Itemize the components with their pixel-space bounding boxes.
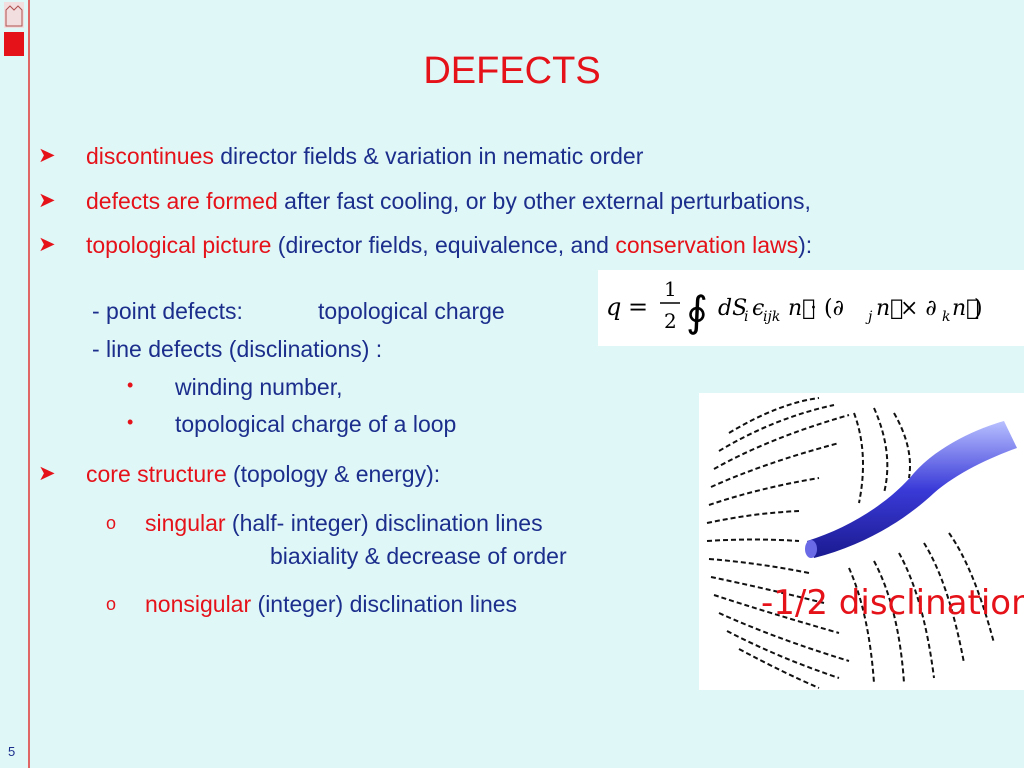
bullet-2: defects are formed after fast cooling, o… — [86, 188, 811, 215]
svg-text:k: k — [942, 309, 950, 325]
dot-bullet-icon: • — [127, 375, 134, 395]
loop-charge-item: topological charge of a loop — [175, 411, 457, 437]
figure-caption: -1/2 disclination — [761, 583, 1024, 623]
svg-text:dS: dS — [718, 296, 747, 321]
svg-text:2: 2 — [664, 309, 677, 333]
circle-bullet-icon: o — [106, 594, 117, 614]
bullet-1: discontinues director fields & variation… — [86, 143, 643, 170]
singular-second-line: biaxiality & decrease of order — [270, 543, 567, 569]
svg-text:× ∂: × ∂ — [900, 296, 937, 321]
svg-text:ijk: ijk — [763, 309, 780, 325]
circle-bullet-icon: o — [106, 513, 117, 533]
bullet-3-text-b: ): — [798, 232, 813, 258]
singular-highlight: singular — [145, 510, 226, 536]
dot-bullet-icon: • — [127, 412, 134, 432]
singular-text: (half- integer) disclination lines — [225, 510, 543, 536]
core-structure-text: (topology & energy): — [226, 461, 441, 487]
svg-text:j: j — [865, 309, 873, 325]
svg-text:∮: ∮ — [686, 287, 708, 336]
singular-item: singular (half- integer) disclination li… — [145, 510, 543, 537]
svg-text:): ) — [974, 296, 983, 321]
bullet-3-highlight-b: conservation laws — [615, 232, 799, 258]
svg-text:q: q — [606, 293, 621, 321]
disclination-figure: -1/2 disclination — [699, 393, 1024, 690]
nonsingular-text: (integer) disclination lines — [251, 591, 518, 617]
arrow-bullet-icon: ➤ — [38, 189, 56, 212]
arrow-bullet-icon: ➤ — [38, 462, 56, 485]
arrow-bullet-icon: ➤ — [38, 144, 56, 167]
page-number: 5 — [8, 744, 16, 759]
topological-charge-formula: q = 1 2 ∮ dS i ϵ ijk n⃗ · (∂ j n⃗ × ∂ k … — [606, 277, 983, 336]
winding-number-item: winding number, — [175, 374, 343, 400]
svg-text:· (∂: · (∂ — [810, 296, 844, 321]
point-defects-label: - point defects: — [92, 298, 243, 324]
svg-text:=: = — [628, 293, 648, 321]
slide-title: DEFECTS — [423, 50, 601, 92]
arrow-bullet-icon: ➤ — [38, 233, 56, 256]
bullet-2-highlight: defects are formed — [86, 188, 278, 214]
core-structure-highlight: core structure — [86, 461, 227, 487]
svg-text:1: 1 — [664, 277, 677, 301]
svg-text:i: i — [744, 309, 748, 325]
bullet-1-highlight: discontinues — [86, 143, 214, 169]
bullet-1-text: director fields & variation in nematic o… — [213, 143, 644, 169]
nonsingular-highlight: nonsigular — [145, 591, 252, 617]
svg-text:ϵ: ϵ — [752, 296, 764, 321]
side-bar — [0, 0, 30, 768]
bullet-3-text-a: (director fields, equivalence, and — [271, 232, 616, 258]
svg-text:n⃗: n⃗ — [788, 296, 815, 321]
bullet-2-text: after fast cooling, or by other external… — [277, 188, 811, 214]
bullet-3-highlight: topological picture — [86, 232, 272, 258]
svg-text:n⃗: n⃗ — [876, 296, 903, 321]
nonsingular-item: nonsigular (integer) disclination lines — [145, 591, 517, 618]
core-structure-bullet: core structure (topology & energy): — [86, 461, 440, 488]
formula-image: q = 1 2 ∮ dS i ϵ ijk n⃗ · (∂ j n⃗ × ∂ k … — [598, 270, 1024, 346]
svg-text:n⃗: n⃗ — [952, 296, 979, 321]
director-field-diagram — [706, 397, 1017, 689]
line-defects-label: - line defects (disclinations) : — [92, 336, 383, 362]
topological-charge-label: topological charge — [318, 298, 505, 324]
bullet-3: topological picture (director fields, eq… — [86, 232, 812, 259]
university-logo-icon — [4, 2, 24, 56]
